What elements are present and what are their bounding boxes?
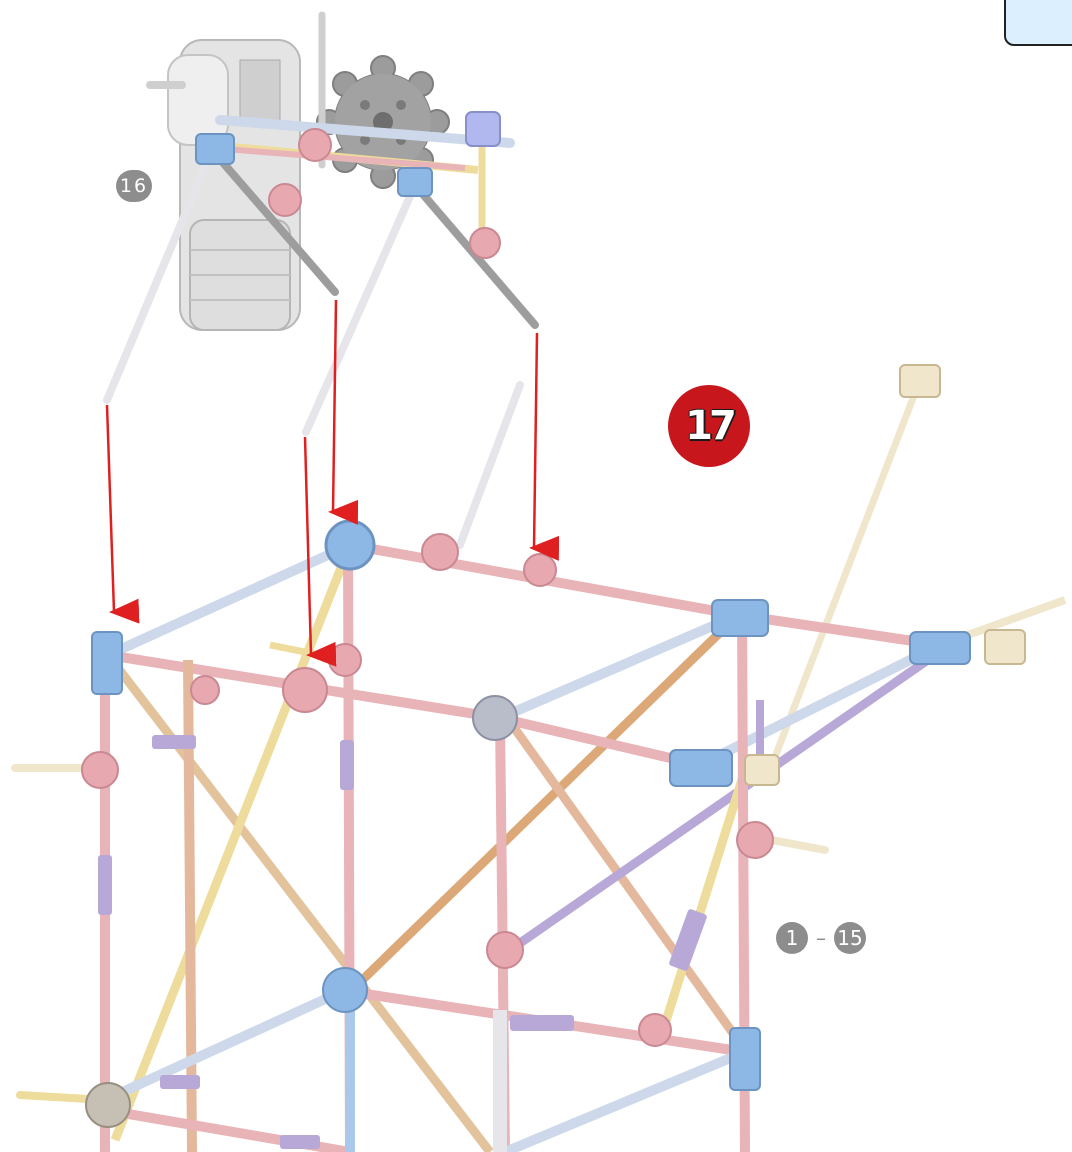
tower-frame bbox=[11, 364, 1067, 1152]
gear-icon bbox=[316, 55, 450, 189]
page-corner-tab bbox=[1004, 0, 1072, 46]
subassembly-reference-number: 16 bbox=[116, 170, 152, 202]
down-arrow-icon bbox=[328, 299, 359, 525]
guide-arrows bbox=[105, 299, 560, 667]
down-arrow-icon bbox=[105, 404, 140, 624]
reference-range-to: 15 bbox=[834, 922, 866, 954]
reference-range-separator: – bbox=[816, 926, 826, 950]
step-number-badge: 17 bbox=[668, 385, 750, 467]
step-number: 17 bbox=[685, 403, 737, 449]
reference-range-badge: 1 – 15 bbox=[776, 922, 866, 954]
down-arrow-icon bbox=[529, 332, 560, 561]
reference-range-from: 1 bbox=[776, 922, 808, 954]
down-arrow-icon bbox=[303, 436, 337, 667]
motor-subassembly bbox=[103, 11, 539, 436]
subassembly-reference-badge: 16 bbox=[116, 170, 152, 202]
